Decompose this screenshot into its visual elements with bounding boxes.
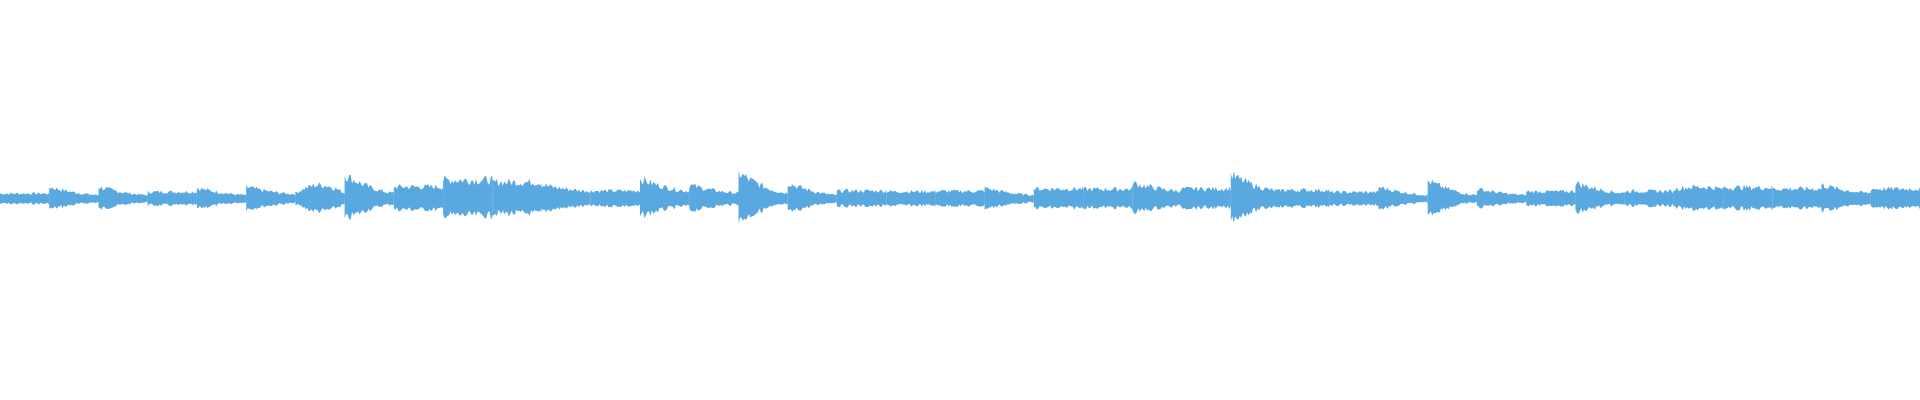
- waveform-segment: [0, 192, 50, 205]
- waveform-segment: [393, 184, 444, 212]
- waveform-segment: [984, 186, 1034, 210]
- waveform-segment: [1624, 189, 1674, 208]
- waveform-segment: [443, 175, 493, 219]
- waveform-segment: [1821, 183, 1871, 213]
- waveform-segment: [1033, 186, 1084, 210]
- waveform-segment: [787, 184, 837, 212]
- waveform-segment: [1329, 190, 1379, 207]
- waveform-segment: [1772, 186, 1822, 210]
- waveform-segment: [295, 182, 345, 214]
- waveform-segment: [689, 183, 739, 212]
- waveform-segment: [1083, 186, 1133, 210]
- waveform-segment: [1230, 171, 1280, 223]
- waveform-segment: [541, 183, 591, 212]
- waveform-segment: [935, 189, 985, 208]
- waveform-segment: [246, 184, 296, 212]
- waveform-segment: [1181, 186, 1231, 210]
- waveform-segment: [492, 178, 542, 217]
- waveform-segment: [1723, 184, 1773, 211]
- waveform-segment: [49, 187, 99, 209]
- waveform-segment: [640, 176, 690, 219]
- waveform-segment: [590, 189, 640, 208]
- waveform-segment: [1427, 179, 1477, 216]
- waveform-segment: [836, 188, 887, 208]
- waveform-segment: [1132, 181, 1182, 215]
- waveform-segment: [196, 187, 247, 209]
- waveform-segment: [344, 174, 394, 220]
- waveform-segment: [98, 186, 148, 210]
- waveform-segment: [738, 169, 788, 224]
- waveform-segment: [147, 190, 197, 207]
- waveform-segment: [1526, 189, 1576, 207]
- waveform-segment: [886, 189, 936, 207]
- waveform-segment: [1870, 186, 1920, 210]
- waveform-segment: [1673, 184, 1724, 212]
- waveform-segment: [1575, 181, 1625, 215]
- waveform-segment: [1280, 188, 1330, 209]
- waveform-segment: [1476, 187, 1527, 209]
- waveform-segment: [1378, 186, 1428, 210]
